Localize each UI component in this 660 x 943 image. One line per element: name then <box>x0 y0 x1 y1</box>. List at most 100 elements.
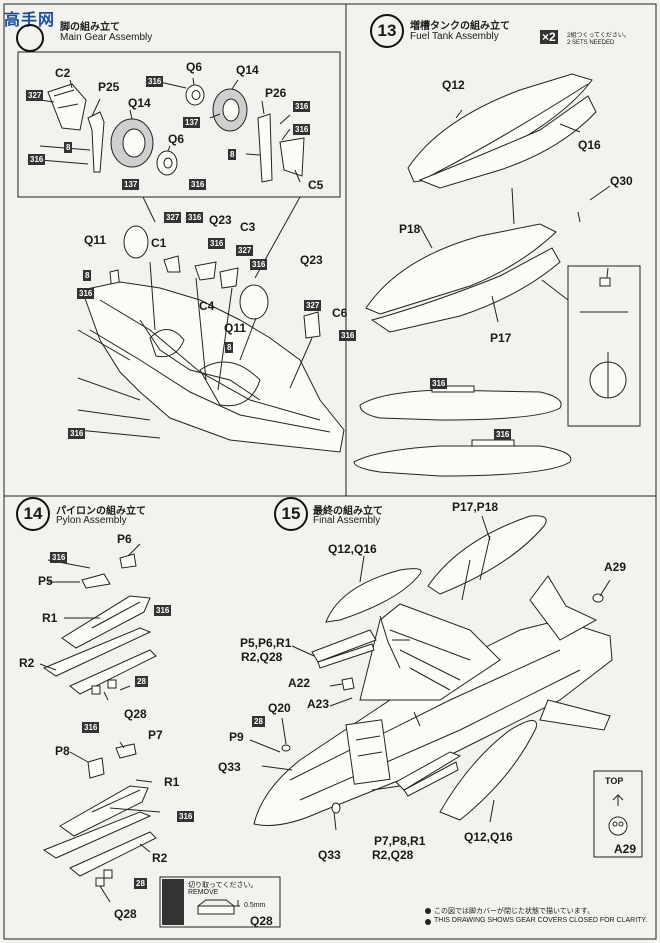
pylon-r2-top-a <box>42 627 152 677</box>
label-q28-bottom: Q28 <box>114 907 137 921</box>
remove-detail-box <box>159 876 281 928</box>
footnote-en: THIS DRAWING SHOWS GEAR COVERS CLOSED FO… <box>434 917 648 924</box>
main-gear-strut-right <box>257 113 273 183</box>
label-p7-p8-r1: P7,P8,R1 <box>374 834 426 848</box>
hub-q6-left <box>156 150 178 176</box>
label-c2: C2 <box>55 66 71 80</box>
marker-316-d: 316 <box>293 101 311 112</box>
marker-8-b: 8 <box>228 149 237 160</box>
marker-316-a: 316 <box>28 154 46 165</box>
label-c1: C1 <box>151 236 167 250</box>
marker-316-g: 316 <box>208 238 226 249</box>
hub-q6-right <box>185 84 205 106</box>
label-p5-p6-r1: P5,P6,R1 <box>240 636 292 650</box>
marker-28-a: 28 <box>135 676 148 687</box>
gear-cover-c2 <box>47 83 87 131</box>
label-c4: C4 <box>199 299 215 313</box>
remove-note-jp: 切り取ってください。 <box>188 882 258 889</box>
label-c5: C5 <box>308 178 324 192</box>
part-q20 <box>281 744 291 752</box>
top-box-label: TOP <box>605 776 624 786</box>
step12-circle-partial <box>16 24 44 52</box>
aircraft-wing <box>359 603 501 701</box>
step14-title-en: Pylon Assembly <box>56 515 127 526</box>
fuel-tank-half-lower <box>365 223 557 315</box>
marker-327-a: 327 <box>26 90 44 101</box>
part-a22 <box>341 677 355 691</box>
label-q14-left: Q14 <box>128 96 151 110</box>
marker-316-h: 316 <box>250 259 268 270</box>
marker-137-b: 137 <box>183 117 201 128</box>
label-q12-q16-bottom: Q12,Q16 <box>464 830 513 844</box>
aircraft-fuselage <box>253 619 613 826</box>
label-q12-q16-top: Q12,Q16 <box>328 542 377 556</box>
label-a22: A22 <box>288 676 311 690</box>
fuel-tank-complete-1 <box>359 389 562 421</box>
label-q23-top: Q23 <box>209 213 232 227</box>
pylon-p7 <box>115 743 137 759</box>
marker-316-k: 316 <box>68 428 86 439</box>
marker-316-i: 316 <box>77 288 95 299</box>
marker-327-c: 327 <box>236 245 254 256</box>
pylon-r2-bottom-b <box>69 831 157 877</box>
label-q12: Q12 <box>442 78 465 92</box>
remove-note-en: REMOVE <box>188 889 219 896</box>
step14-title-jp: パイロンの組み立て <box>56 506 146 517</box>
label-r2-bottom: R2 <box>152 851 168 865</box>
label-c6: C6 <box>332 306 348 320</box>
label-q11-top: Q11 <box>84 233 107 247</box>
step15-number: 15 <box>274 497 308 531</box>
marker-28-b: 28 <box>134 878 147 889</box>
label-a29: A29 <box>604 560 627 574</box>
label-q20: Q20 <box>268 701 291 715</box>
marker-316-tank-1: 316 <box>430 378 448 389</box>
watermark-text: 高手网 <box>4 12 56 29</box>
aircraft-tail <box>529 575 598 641</box>
pylon-assembly-left <box>311 629 377 663</box>
main-gear-c4 <box>239 284 269 320</box>
label-r2-top: R2 <box>19 656 35 670</box>
label-r2-q28-bottom: R2,Q28 <box>372 848 414 862</box>
label-p7: P7 <box>148 728 163 742</box>
label-q23-right: Q23 <box>300 253 323 267</box>
label-p8: P8 <box>55 744 70 758</box>
footnote-jp: この図では脚カバーが閉じた状態で描いています。 <box>434 908 595 915</box>
label-p25: P25 <box>98 80 120 94</box>
pylon-r2-bottom-a <box>42 811 152 859</box>
top-box-part: A29 <box>614 842 637 856</box>
remove-dimension: 0.5mm <box>244 902 266 909</box>
label-p17: P17 <box>490 331 512 345</box>
fin-detail-box <box>567 265 641 427</box>
label-q6-left: Q6 <box>168 132 185 146</box>
label-p18: P18 <box>399 222 421 236</box>
label-q14-right: Q14 <box>236 63 259 77</box>
marker-28-c: 28 <box>252 716 265 727</box>
marker-316-f: 316 <box>186 212 204 223</box>
step13-qty-badge: ×2 <box>540 30 558 44</box>
marker-316-e: 316 <box>293 124 311 135</box>
label-p9: P9 <box>229 730 244 744</box>
marker-316-tank-2: 316 <box>494 429 512 440</box>
pylon-p6 <box>119 553 137 569</box>
part-q33 <box>331 802 341 814</box>
label-q11-bottom: Q11 <box>224 321 247 335</box>
fuel-tank-half-upper <box>407 73 593 183</box>
step15-title-en: Final Assembly <box>313 515 381 526</box>
step12-title-jp: 脚の組み立て <box>60 22 120 33</box>
watermark-logo: 高手网 <box>4 6 55 30</box>
marker-137-a: 137 <box>122 179 140 190</box>
label-q6-top: Q6 <box>186 60 203 74</box>
label-r2-q28-top: R2,Q28 <box>241 650 283 664</box>
footnote-bullet-icon <box>425 908 431 914</box>
label-p6: P6 <box>117 532 132 546</box>
label-q33-left: Q33 <box>218 760 241 774</box>
a29-top-view-icon <box>608 816 628 836</box>
step13-number: 13 <box>370 14 404 48</box>
step13-qty-en: 2 SETS NEEDED <box>567 40 615 46</box>
drop-tank-upper-right <box>427 515 547 595</box>
main-gear-strut-left <box>87 111 105 173</box>
remove-part-label: Q28 <box>250 914 273 928</box>
pylon-p8 <box>87 757 105 779</box>
label-p5: P5 <box>38 574 53 588</box>
